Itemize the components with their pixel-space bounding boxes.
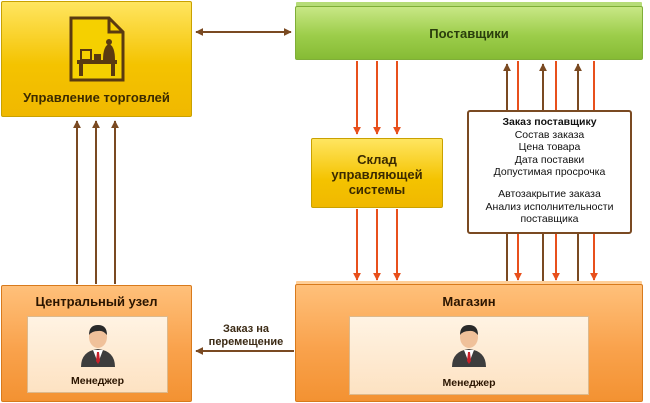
trading-desk-icon	[65, 16, 127, 82]
shop-title: Магазин	[442, 294, 496, 309]
order-item: поставщика	[520, 213, 579, 226]
supplier-order-box: Заказ поставщику Состав заказа Цена това…	[467, 110, 632, 234]
suppliers-box: Поставщики	[295, 6, 643, 60]
order-box-title: Заказ поставщику	[502, 116, 597, 128]
transfer-order-label: Заказ на перемещение	[208, 323, 284, 348]
order-item: Цена товара	[518, 141, 581, 154]
manager-person-icon	[452, 325, 486, 367]
manager-label: Менеджер	[71, 375, 124, 387]
manager-label: Менеджер	[442, 377, 496, 389]
central-node-title: Центральный узел	[35, 294, 158, 309]
shop-box: Магазин Менеджер	[295, 284, 643, 402]
central-node-box: Центральный узел Менеджер	[1, 285, 192, 402]
order-item: Анализ исполнительности	[485, 200, 614, 213]
manager-person-icon	[80, 325, 115, 367]
suppliers-title: Поставщики	[429, 26, 509, 41]
order-item: Допустимая просрочка	[493, 166, 606, 179]
central-manager-card: Менеджер	[27, 316, 168, 393]
trade-management-box: Управление торговлей	[1, 1, 192, 117]
shop-manager-card: Менеджер	[349, 316, 589, 395]
order-item: Автозакрытие заказа	[498, 187, 601, 200]
warehouse-title: Склад управляющей системы	[331, 152, 423, 197]
trade-management-title: Управление торговлей	[23, 90, 170, 105]
warehouse-box: Склад управляющей системы	[311, 138, 443, 208]
order-item: Состав заказа	[514, 128, 585, 141]
order-item: Дата поставки	[514, 153, 585, 166]
